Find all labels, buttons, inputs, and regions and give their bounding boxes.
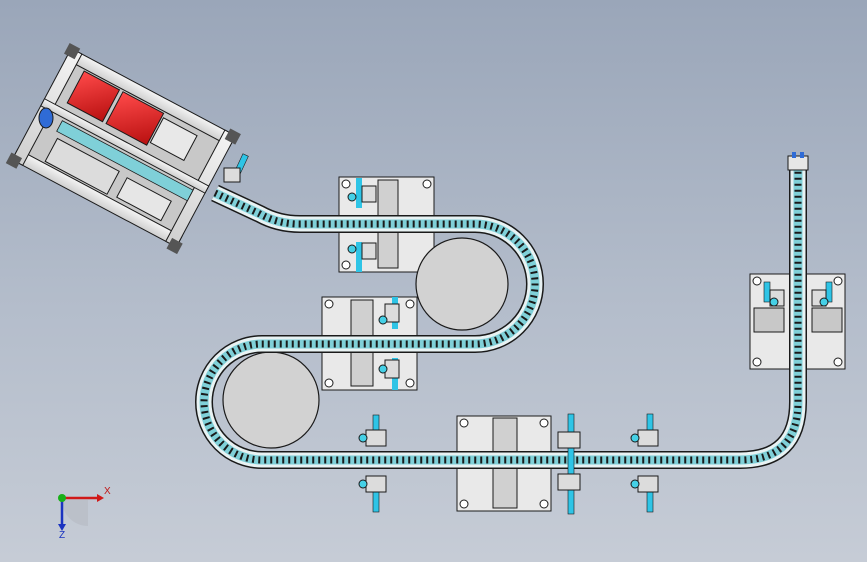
- return-drum-lower[interactable]: [222, 351, 320, 449]
- axis-x-label: X: [104, 486, 111, 497]
- chain-end-cap[interactable]: [787, 152, 809, 171]
- conveyor-chain[interactable]: [195, 168, 807, 469]
- drive-motor-unit[interactable]: [5, 43, 241, 255]
- return-drum-upper[interactable]: [415, 237, 509, 331]
- orientation-triad[interactable]: [58, 494, 104, 531]
- axis-z-label: Z: [59, 530, 66, 541]
- guide-posts[interactable]: [223, 153, 833, 515]
